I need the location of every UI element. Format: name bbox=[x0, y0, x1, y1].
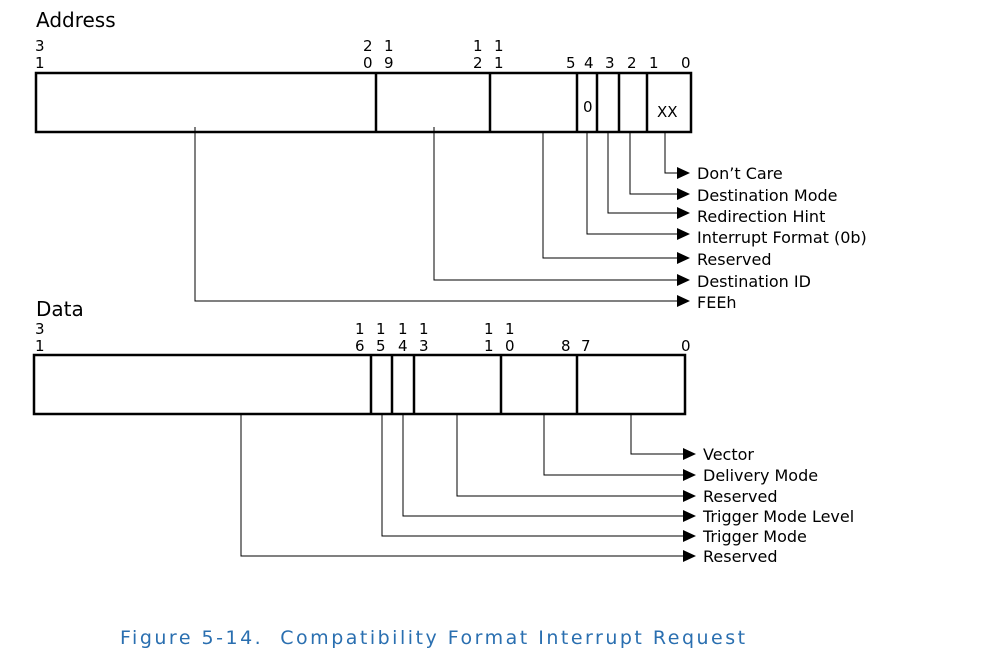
address-bit-1: 1 bbox=[649, 54, 659, 72]
data-register bbox=[32, 353, 687, 416]
address-register: 0 XX bbox=[34, 71, 693, 134]
address-leader-destination-mode bbox=[629, 132, 677, 195]
address-label-destination-id: Destination ID bbox=[697, 272, 811, 291]
data-bit-16-tens: 1 bbox=[355, 320, 365, 338]
address-bit-19-tens: 1 bbox=[384, 37, 394, 55]
data-arrow-trigger-mode bbox=[683, 530, 696, 542]
address-leader-redirection-hint bbox=[607, 132, 677, 214]
data-bit-11-ones: 1 bbox=[484, 337, 494, 355]
address-bit-11-tens: 1 bbox=[494, 37, 504, 55]
data-leader-trigger-mode-level bbox=[402, 414, 683, 517]
address-leader-interrupt-format bbox=[586, 132, 677, 235]
address-label-redirection-hint: Redirection Hint bbox=[697, 207, 825, 226]
data-label-delivery-mode: Delivery Mode bbox=[703, 466, 818, 485]
data-bit-10-ones: 0 bbox=[505, 337, 515, 355]
data-arrow-trigger-mode-level bbox=[683, 510, 696, 522]
data-arrow-vector bbox=[683, 448, 696, 460]
data-title: Data bbox=[36, 297, 84, 321]
address-title: Address bbox=[36, 8, 116, 32]
data-bit-15-ones: 5 bbox=[376, 337, 386, 355]
address-bit-positions: 3 1 2 0 1 9 1 2 1 1 5 4 3 2 1 0 bbox=[35, 37, 691, 72]
address-bits1-0-value: XX bbox=[657, 103, 678, 121]
address-label-interrupt-format: Interrupt Format (0b) bbox=[697, 228, 867, 247]
address-field-labels: Don’t Care Destination Mode Redirection … bbox=[697, 164, 867, 312]
address-arrow-interrupt-format bbox=[677, 228, 690, 240]
data-leader-trigger-mode bbox=[381, 414, 683, 537]
address-register-box bbox=[34, 71, 693, 134]
data-leader-reserved-high bbox=[240, 414, 683, 557]
address-leader-dont-care bbox=[664, 132, 677, 174]
data-label-vector: Vector bbox=[703, 445, 754, 464]
address-leaders bbox=[194, 127, 690, 307]
address-bit-31-tens: 3 bbox=[35, 37, 45, 55]
address-arrow-destination-id bbox=[677, 274, 690, 286]
address-bit-5: 5 bbox=[566, 54, 576, 72]
data-register-box bbox=[32, 353, 687, 416]
data-field-labels: Vector Delivery Mode Reserved Trigger Mo… bbox=[702, 445, 854, 566]
address-leader-feeh bbox=[194, 127, 677, 302]
data-bit-31-ones: 1 bbox=[35, 337, 45, 355]
data-leader-reserved bbox=[456, 414, 683, 497]
data-leader-vector bbox=[630, 414, 683, 455]
data-bit-13-ones: 3 bbox=[419, 337, 429, 355]
address-leader-reserved bbox=[542, 132, 677, 259]
address-bit-19-ones: 9 bbox=[384, 54, 394, 72]
address-bit-12-ones: 2 bbox=[473, 54, 483, 72]
data-bit-8: 8 bbox=[561, 337, 571, 355]
data-bit-31-tens: 3 bbox=[35, 320, 45, 338]
data-bit-positions: 3 1 1 6 1 5 1 4 1 3 1 1 1 0 8 7 0 bbox=[35, 320, 691, 355]
data-bit-13-tens: 1 bbox=[419, 320, 429, 338]
data-bit-15-tens: 1 bbox=[376, 320, 386, 338]
data-leader-delivery-mode bbox=[543, 414, 683, 476]
data-label-trigger-mode-level: Trigger Mode Level bbox=[702, 507, 854, 526]
data-bit-14-tens: 1 bbox=[398, 320, 408, 338]
data-label-trigger-mode: Trigger Mode bbox=[702, 527, 807, 546]
data-leaders bbox=[240, 414, 696, 562]
data-bit-14-ones: 4 bbox=[398, 337, 408, 355]
address-bit4-value: 0 bbox=[583, 98, 593, 116]
address-bit-2: 2 bbox=[627, 54, 637, 72]
data-arrow-reserved bbox=[683, 490, 696, 502]
data-bit-7: 7 bbox=[581, 337, 591, 355]
address-label-destination-mode: Destination Mode bbox=[697, 186, 838, 205]
address-bit-11-ones: 1 bbox=[494, 54, 504, 72]
data-arrow-delivery-mode bbox=[683, 469, 696, 481]
data-label-reserved-high: Reserved bbox=[703, 547, 777, 566]
data-section: Data 3 1 1 6 1 5 1 4 1 3 1 1 1 0 8 7 0 bbox=[32, 297, 854, 566]
address-arrow-reserved bbox=[677, 252, 690, 264]
figure-caption: Figure 5-14. Compatibility Format Interr… bbox=[120, 627, 748, 649]
data-label-reserved: Reserved bbox=[703, 487, 777, 506]
data-bit-16-ones: 6 bbox=[355, 337, 365, 355]
address-arrow-dont-care bbox=[677, 167, 690, 179]
address-bit-0: 0 bbox=[681, 54, 691, 72]
data-bit-0: 0 bbox=[681, 337, 691, 355]
address-section: Address 3 1 2 0 1 9 1 2 1 1 5 4 3 2 1 0 bbox=[34, 8, 867, 312]
address-arrow-feeh bbox=[677, 295, 690, 307]
data-bit-11-tens: 1 bbox=[484, 320, 494, 338]
address-label-reserved: Reserved bbox=[697, 250, 771, 269]
address-arrow-redirection-hint bbox=[677, 207, 690, 219]
address-bit-31-ones: 1 bbox=[35, 54, 45, 72]
address-bit-4: 4 bbox=[584, 54, 594, 72]
data-arrow-reserved-high bbox=[683, 550, 696, 562]
address-bit-20-tens: 2 bbox=[363, 37, 373, 55]
data-bit-10-tens: 1 bbox=[505, 320, 515, 338]
address-label-dont-care: Don’t Care bbox=[697, 164, 783, 183]
address-bit-3: 3 bbox=[605, 54, 615, 72]
address-label-feeh: FEEh bbox=[697, 293, 737, 312]
address-arrow-destination-mode bbox=[677, 188, 690, 200]
address-bit-20-ones: 0 bbox=[363, 54, 373, 72]
address-leader-destination-id bbox=[433, 127, 677, 281]
address-bit-12-tens: 1 bbox=[473, 37, 483, 55]
